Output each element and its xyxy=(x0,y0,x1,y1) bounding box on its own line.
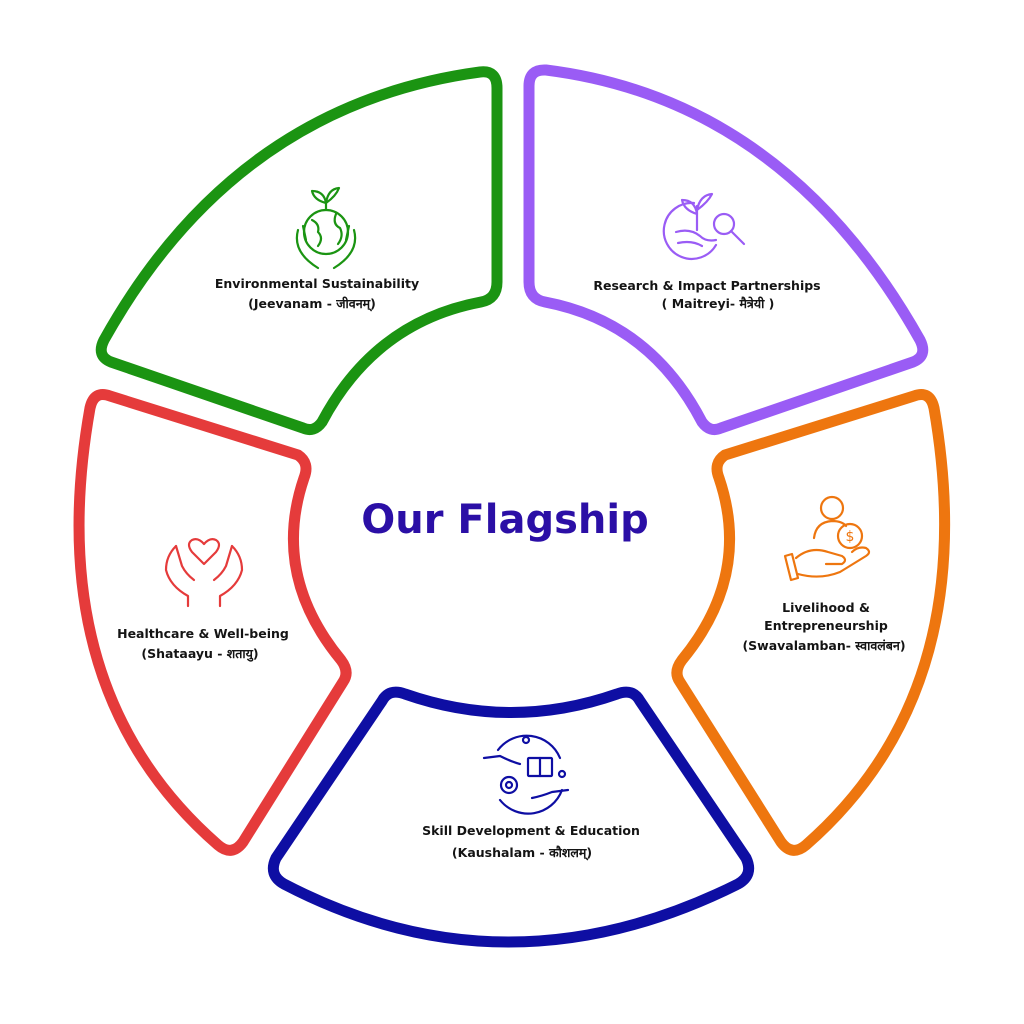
center-title: Our Flagship xyxy=(361,497,648,543)
livelihood-label-line1: Livelihood & xyxy=(782,600,870,615)
segment-research-shape xyxy=(523,64,929,435)
livelihood-label-line3: (Swavalamban- स्वावलंबन) xyxy=(742,638,905,653)
health-label-line2: (Shataayu - शतायु) xyxy=(141,646,258,662)
skill-label-line2: (Kaushalam - कौशलम्) xyxy=(452,845,592,861)
environment-label-line1: Environmental Sustainability xyxy=(215,276,419,291)
environment-label-line2: (Jeevanam - जीवनम्) xyxy=(248,296,376,312)
svg-text:$: $ xyxy=(846,529,855,545)
research-label-line2: ( Maitreyi- मैत्रेयी ) xyxy=(662,296,775,311)
segment-skill[interactable]: Skill Development & Education (Kaushalam… xyxy=(267,686,755,948)
heart-hands-icon xyxy=(164,538,244,608)
livelihood-label-line2: Entrepreneurship xyxy=(764,618,888,633)
health-label-line1: Healthcare & Well-being xyxy=(117,626,289,641)
segment-health-shape xyxy=(73,389,352,856)
plant-magnifier-icon xyxy=(662,192,746,261)
skill-label-line1: Skill Development & Education xyxy=(422,823,640,838)
segment-environment[interactable]: Environmental Sustainability (Jeevanam -… xyxy=(95,66,503,435)
segment-health[interactable]: Healthcare & Well-being (Shataayu - शताय… xyxy=(73,389,352,856)
segment-skill-shape xyxy=(267,686,755,948)
research-label-line1: Research & Impact Partnerships xyxy=(593,278,820,293)
plant-globe-hands-icon xyxy=(295,186,357,270)
segment-livelihood-shape xyxy=(671,389,951,856)
hands-book-gear-icon xyxy=(482,734,570,815)
person-coin-hand-icon: $ xyxy=(783,495,871,582)
segment-research[interactable]: Research & Impact Partnerships ( Maitrey… xyxy=(523,64,929,435)
segment-livelihood[interactable]: $ Livelihood & Entrepreneurship (Swavala… xyxy=(671,389,951,856)
